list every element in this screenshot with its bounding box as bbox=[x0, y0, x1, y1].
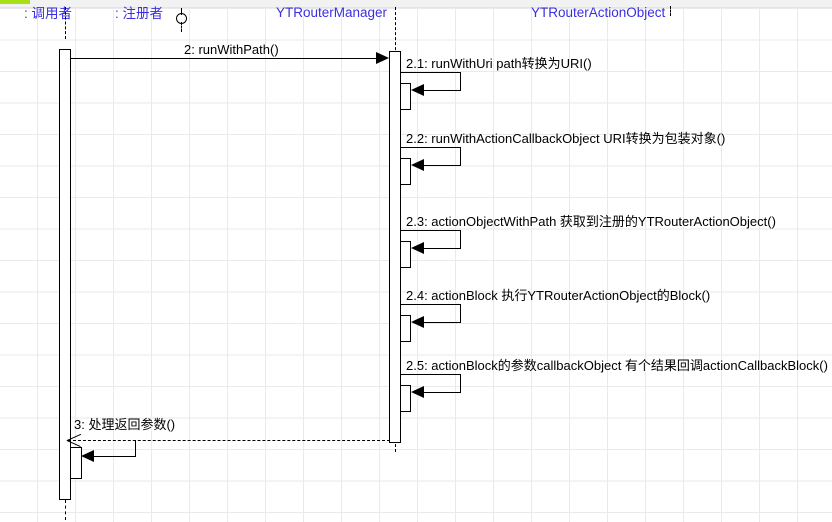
message-line-2[interactable] bbox=[70, 58, 384, 59]
ball-stem-register bbox=[180, 8, 182, 15]
activation-bar-caller[interactable] bbox=[59, 49, 71, 500]
arrowhead-2-4 bbox=[411, 316, 424, 328]
lifeline-register bbox=[181, 22, 182, 32]
activation-bar-manager-nested-5[interactable] bbox=[400, 385, 411, 412]
message-line-2-1-bottom[interactable] bbox=[424, 90, 461, 91]
message-label-2-3[interactable]: 2.3: actionObjectWithPath 获取到注册的YTRouter… bbox=[406, 214, 776, 229]
arrowhead-3-self bbox=[81, 450, 94, 462]
lifeline-caller-top bbox=[65, 7, 66, 39]
activation-bar-manager-nested-1[interactable] bbox=[400, 83, 411, 110]
participant-label-manager[interactable]: YTRouterManager bbox=[276, 5, 388, 20]
message-label-2-4[interactable]: 2.4: actionBlock 执行YTRouterActionObject的… bbox=[406, 288, 711, 303]
message-line-2-5-right bbox=[460, 374, 461, 393]
participant-label-caller[interactable]: : 调用者 bbox=[24, 6, 73, 21]
message-label-2-2[interactable]: 2.2: runWithActionCallbackObject URI转换为包… bbox=[406, 131, 726, 146]
arrowhead-2-3 bbox=[411, 242, 424, 254]
message-line-2-2-right bbox=[460, 147, 461, 166]
message-line-3[interactable] bbox=[68, 440, 390, 441]
lifeline-action bbox=[670, 6, 671, 16]
message-line-3-self-right bbox=[135, 440, 136, 457]
message-line-2-5-bottom[interactable] bbox=[424, 392, 461, 393]
message-line-2-3-top[interactable] bbox=[400, 230, 461, 231]
message-line-3-self-bottom[interactable] bbox=[94, 456, 136, 457]
activation-bar-manager-nested-4[interactable] bbox=[400, 315, 411, 342]
message-line-2-3-bottom[interactable] bbox=[424, 248, 461, 249]
message-line-2-3-right bbox=[460, 230, 461, 249]
participant-label-register[interactable]: : 注册者 bbox=[115, 6, 164, 21]
message-line-2-1-top[interactable] bbox=[400, 72, 461, 73]
message-label-3[interactable]: 3: 处理返回参数() bbox=[74, 417, 176, 432]
lifeline-caller-bottom bbox=[65, 500, 66, 520]
message-line-2-1-right bbox=[460, 72, 461, 91]
activation-bar-caller-nested[interactable] bbox=[70, 447, 82, 479]
arrowhead-2 bbox=[376, 52, 389, 64]
activation-bar-manager-nested-2[interactable] bbox=[400, 158, 411, 185]
message-line-2-4-right bbox=[460, 304, 461, 323]
message-label-2-5[interactable]: 2.5: actionBlock的参数callbackObject 有个结果回调… bbox=[406, 358, 828, 373]
arrowhead-2-2 bbox=[411, 159, 424, 171]
progress-indicator bbox=[0, 0, 30, 4]
message-line-2-5-top[interactable] bbox=[400, 374, 461, 375]
message-line-2-2-top[interactable] bbox=[400, 147, 461, 148]
activation-bar-manager-nested-3[interactable] bbox=[400, 241, 411, 268]
arrowhead-2-5 bbox=[411, 386, 424, 398]
message-line-2-4-bottom[interactable] bbox=[424, 322, 461, 323]
message-line-2-2-bottom[interactable] bbox=[424, 165, 461, 166]
message-label-2[interactable]: 2: runWithPath() bbox=[184, 42, 279, 57]
top-toolbar-strip bbox=[0, 0, 832, 8]
arrowhead-3-open bbox=[67, 433, 81, 447]
participant-label-action[interactable]: YTRouterActionObject bbox=[531, 5, 666, 20]
arrowhead-2-1 bbox=[411, 84, 424, 96]
message-line-2-4-top[interactable] bbox=[400, 304, 461, 305]
message-label-2-1[interactable]: 2.1: runWithUri path转换为URI() bbox=[406, 56, 592, 71]
